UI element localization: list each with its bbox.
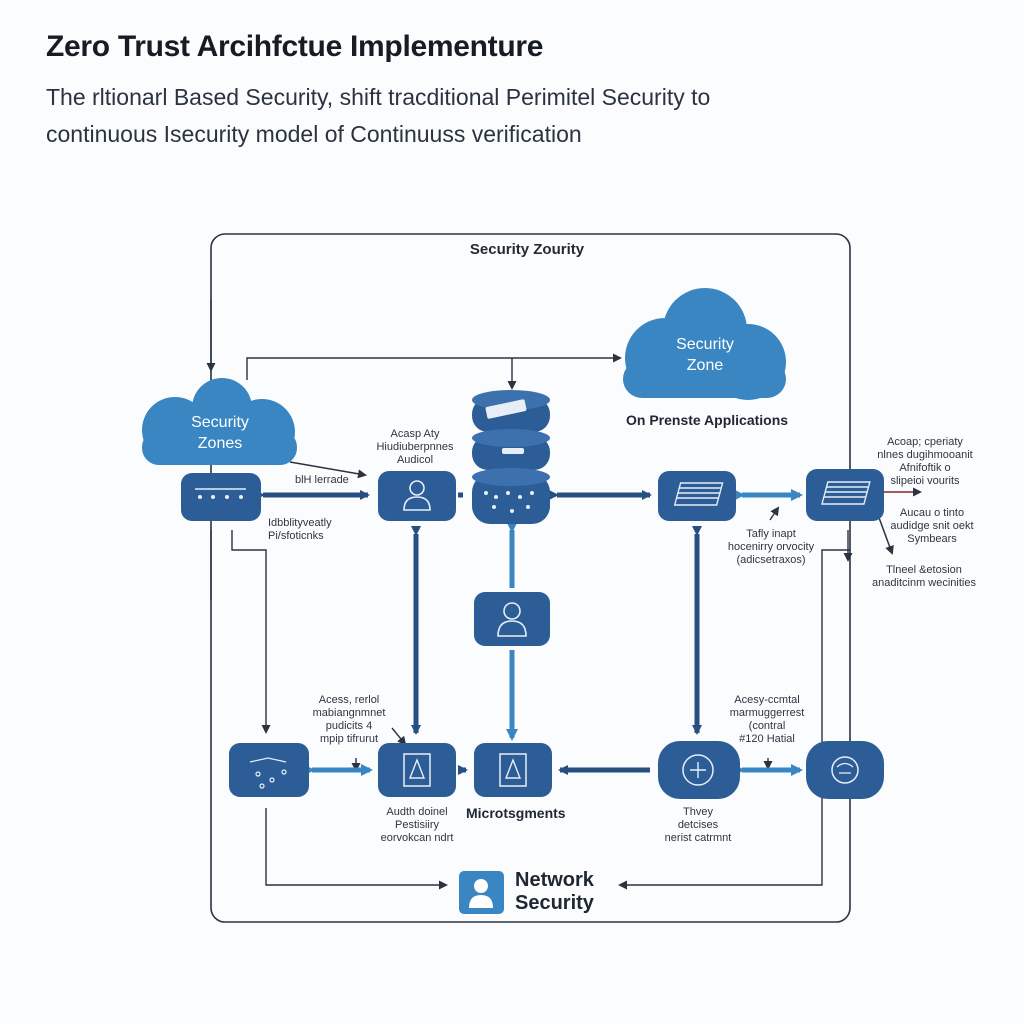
arrow-top-to-cloud-right — [246, 353, 622, 380]
far-right-annotation-a: Acoap; cperiaty nlnes dugihmooanit Afnif… — [877, 436, 973, 487]
bottom-right-access-annotation: Acesy-ccmtal marmuggerrest (contral #120… — [729, 694, 805, 745]
arrow-to-network-security-right — [618, 808, 823, 890]
node-user-center — [474, 592, 550, 646]
node-server-mid-right — [658, 471, 736, 521]
cloud-right — [623, 288, 786, 400]
microsegments-label: Microtsgments — [466, 805, 566, 821]
node-server-right — [806, 469, 884, 521]
on-premise-label: On Prenste Applications — [626, 412, 789, 428]
node-bottom-left — [229, 743, 309, 797]
cloud-right-label: Security Zone — [676, 336, 734, 374]
frame-title: Security Zourity — [469, 241, 585, 258]
network-security-label: Network Security — [515, 869, 594, 914]
identity-annotation: Acasp Aty Hiudiuberpnnes Audicol — [376, 428, 454, 466]
arrow-left-down — [231, 530, 271, 734]
far-right-annotation-c: Tlneel &etosion anaditcinm wecinities — [872, 564, 976, 589]
cloud-left-label: Security Zones — [191, 414, 249, 452]
bottom-right-below-annotation: Thvey detcises nerist catrmnt — [664, 806, 732, 844]
left-node-annotation: Idbblityveatly Pi/sfoticnks — [268, 517, 332, 542]
node-identity-top — [378, 471, 456, 521]
node-device-right — [658, 741, 740, 799]
mid-right-annotation: Tafly inapt hocenirry orvocity (adicsetr… — [727, 528, 815, 566]
subtitle-line-2: continuous Isecurity model of Continuuss… — [46, 121, 582, 147]
node-microsegment — [474, 743, 552, 797]
bottom-left-below-annotation: Audth doinel Pestisiiry eorvokcan ndrt — [380, 806, 454, 844]
network-security-icon — [459, 871, 504, 914]
database-stack — [472, 390, 550, 524]
arrow-cloud-to-identity — [289, 461, 367, 479]
subtitle-line-1: The rltionarl Based Security, shift trac… — [46, 84, 711, 110]
far-right-annotation-b: Aucau o tinto audidge snit oekt Symbears — [890, 507, 974, 545]
node-zone-left — [181, 473, 261, 521]
diagram-title: Zero Trust Arcihfctue Implementure — [46, 30, 544, 63]
node-firewall-left — [378, 743, 456, 797]
arrow-annotation: blH lerrade — [295, 474, 349, 486]
bottom-left-access-annotation: Acess, rerlol mabiangnmnet pudicits 4 mp… — [312, 694, 386, 745]
node-device-far-right — [806, 741, 884, 799]
arrow-to-network-security-left — [265, 808, 448, 890]
cloud-left — [142, 378, 297, 465]
